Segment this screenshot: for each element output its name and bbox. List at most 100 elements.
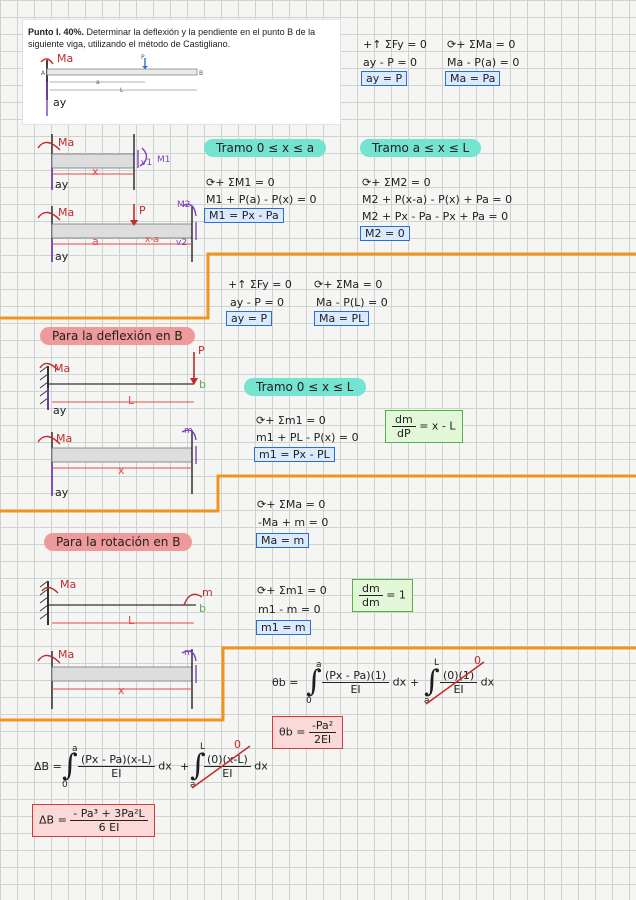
rot-cut-x: x xyxy=(118,684,125,697)
delta-int2-dx: dx xyxy=(254,759,268,773)
defl-cut-m: m xyxy=(184,426,193,436)
defl-fig-L: L xyxy=(128,394,135,407)
theta-int2-dx: dx xyxy=(480,675,495,689)
tramo1-eq: M1 + P(a) - P(x) = 0 xyxy=(206,193,317,206)
defl-deriv-num: dm xyxy=(392,413,416,427)
defl-cut-x: x xyxy=(118,464,125,477)
rot-cut-m: m xyxy=(184,648,193,658)
tramo2-sum: ⟳+ ΣM2 = 0 xyxy=(362,176,431,189)
fig-label-P: P xyxy=(141,54,145,61)
delta-lhs: ΔB = xyxy=(34,760,62,773)
defl-fig-ay: ay xyxy=(53,404,67,417)
problem-statement: Punto I. 40%. Determinar la deflexión y … xyxy=(28,26,334,50)
delta-strike xyxy=(191,745,251,789)
delta-int2-sign: ∫ xyxy=(190,748,206,783)
rot-title: Para la rotación en B xyxy=(44,533,193,551)
theta-int2: (0)(1)EI dx xyxy=(440,669,494,696)
problem-card: Punto I. 40%. Determinar la deflexión y … xyxy=(23,20,340,124)
problem-figure xyxy=(40,58,198,116)
theta-res-num: -Pa² xyxy=(308,719,337,733)
top-sum-fy: +↑ ΣFy = 0 xyxy=(363,38,427,51)
cut2-P: P xyxy=(139,204,146,217)
tramo2-result: M2 = 0 xyxy=(360,226,410,241)
rot-sum-ma: ⟳+ ΣMa = 0 xyxy=(257,498,326,511)
rot-fig-Ma: Ma xyxy=(60,578,77,591)
cut2-Ma: Ma xyxy=(58,206,75,219)
theta-res-den: 2EI xyxy=(313,733,332,746)
defl-fig-Ma: Ma xyxy=(54,362,71,375)
defl-ma-eq: Ma - P(L) = 0 xyxy=(316,296,388,309)
delta-res-lhs: ΔB = xyxy=(39,813,67,827)
rot-ma-result: Ma = m xyxy=(256,533,310,548)
defl-sum-ma: ⟳+ ΣMa = 0 xyxy=(314,278,383,291)
cut1-Ma: Ma xyxy=(58,136,75,149)
rot-ma-eq: -Ma + m = 0 xyxy=(258,516,329,529)
rot-deriv-den: dm xyxy=(362,596,380,609)
theta-lim1-up: a xyxy=(316,660,322,670)
rot-m1-result: m1 = m xyxy=(256,620,311,635)
tramo1-sum: ⟳+ ΣM1 = 0 xyxy=(206,176,275,189)
defl-m1-eq: m1 + PL - P(x) = 0 xyxy=(256,431,359,444)
delta-lim2-up: L xyxy=(200,742,206,752)
top-ma-result: Ma = Pa xyxy=(445,71,501,86)
cut2-M2: M2 xyxy=(177,200,191,210)
delta-int2-num: (0)(x-L) xyxy=(204,753,251,767)
top-sum-ma: ⟳+ ΣMa = 0 xyxy=(447,38,516,51)
delta-int1: (Px - Pa)(x-L)EI dx xyxy=(78,753,172,780)
rot-deriv-num: dm xyxy=(359,582,383,596)
top-ma-eq: Ma - P(a) = 0 xyxy=(447,56,520,69)
defl-cut-ay: ay xyxy=(55,486,69,499)
tramo-figures xyxy=(37,134,197,262)
fig-label-ay: ay xyxy=(53,96,67,109)
defl-deriv-res: = x - L xyxy=(419,419,456,433)
rot-m1-eq: m1 - m = 0 xyxy=(258,603,321,616)
theta-int1-num: (Px - Pa)(1) xyxy=(322,669,390,683)
delta-res-den: 6 EI xyxy=(98,821,120,834)
tramo1-result: M1 = Px - Pa xyxy=(204,208,284,223)
theta-int2-num: (0)(1) xyxy=(440,669,478,683)
theta-strike xyxy=(425,661,485,705)
cut2-a: a xyxy=(92,235,99,248)
theta-int1-sign: ∫ xyxy=(306,664,322,699)
defl-sum-m1: ⟳+ Σm1 = 0 xyxy=(256,414,326,427)
defl-sum-fy: +↑ ΣFy = 0 xyxy=(228,278,292,291)
fig-label-a: a xyxy=(96,79,100,86)
theta-lim2-low: a xyxy=(424,696,430,706)
defl-ma-result: Ma = PL xyxy=(314,311,370,326)
rot-cut-Ma: Ma xyxy=(58,648,75,661)
tramo2-eq: M2 + P(x-a) - P(x) + Pa = 0 xyxy=(362,193,513,206)
fig-label-A: A xyxy=(41,70,46,77)
cut2-xa: x-a xyxy=(145,235,160,245)
fig-label-L: L xyxy=(120,87,124,94)
rot-fig-b: b xyxy=(199,602,206,615)
theta-lim2-up: L xyxy=(434,658,440,668)
problem-label: Punto I. 40%. xyxy=(28,27,85,37)
theta-int1: (Px - Pa)(1)EI dx xyxy=(322,669,406,696)
tramo2-title: Tramo a ≤ x ≤ L xyxy=(360,139,482,157)
rot-sum-m1: ⟳+ Σm1 = 0 xyxy=(257,584,327,597)
defl-m1-result: m1 = Px - PL xyxy=(254,447,335,462)
cut1-ay: ay xyxy=(55,178,69,191)
fig-label-B: B xyxy=(199,70,204,77)
defl-deriv-den: dP xyxy=(397,427,411,440)
delta-plus: + xyxy=(180,760,190,773)
cut2-ay: ay xyxy=(55,250,69,263)
theta-lhs: θb = xyxy=(272,676,299,689)
theta-int2-sign: ∫ xyxy=(424,664,440,699)
defl-cut-Ma: Ma xyxy=(56,432,73,445)
cut2-v2: v2 xyxy=(176,238,188,248)
cut1-M1: M1 xyxy=(157,155,171,165)
theta-lim1-low: 0 xyxy=(306,696,312,706)
defl-fig-b: b xyxy=(199,378,206,391)
theta-int2-den: EI xyxy=(453,683,464,696)
theta-int1-den: EI xyxy=(350,683,361,696)
delta-int1-num: (Px - Pa)(x-L) xyxy=(78,753,155,767)
theta-int1-dx: dx xyxy=(392,675,407,689)
rot-figures xyxy=(37,580,203,709)
delta-int2-den: EI xyxy=(222,767,233,780)
delta-int2: (0)(x-L)EI dx xyxy=(204,753,268,780)
tramo1-title: Tramo 0 ≤ x ≤ a xyxy=(204,139,327,157)
